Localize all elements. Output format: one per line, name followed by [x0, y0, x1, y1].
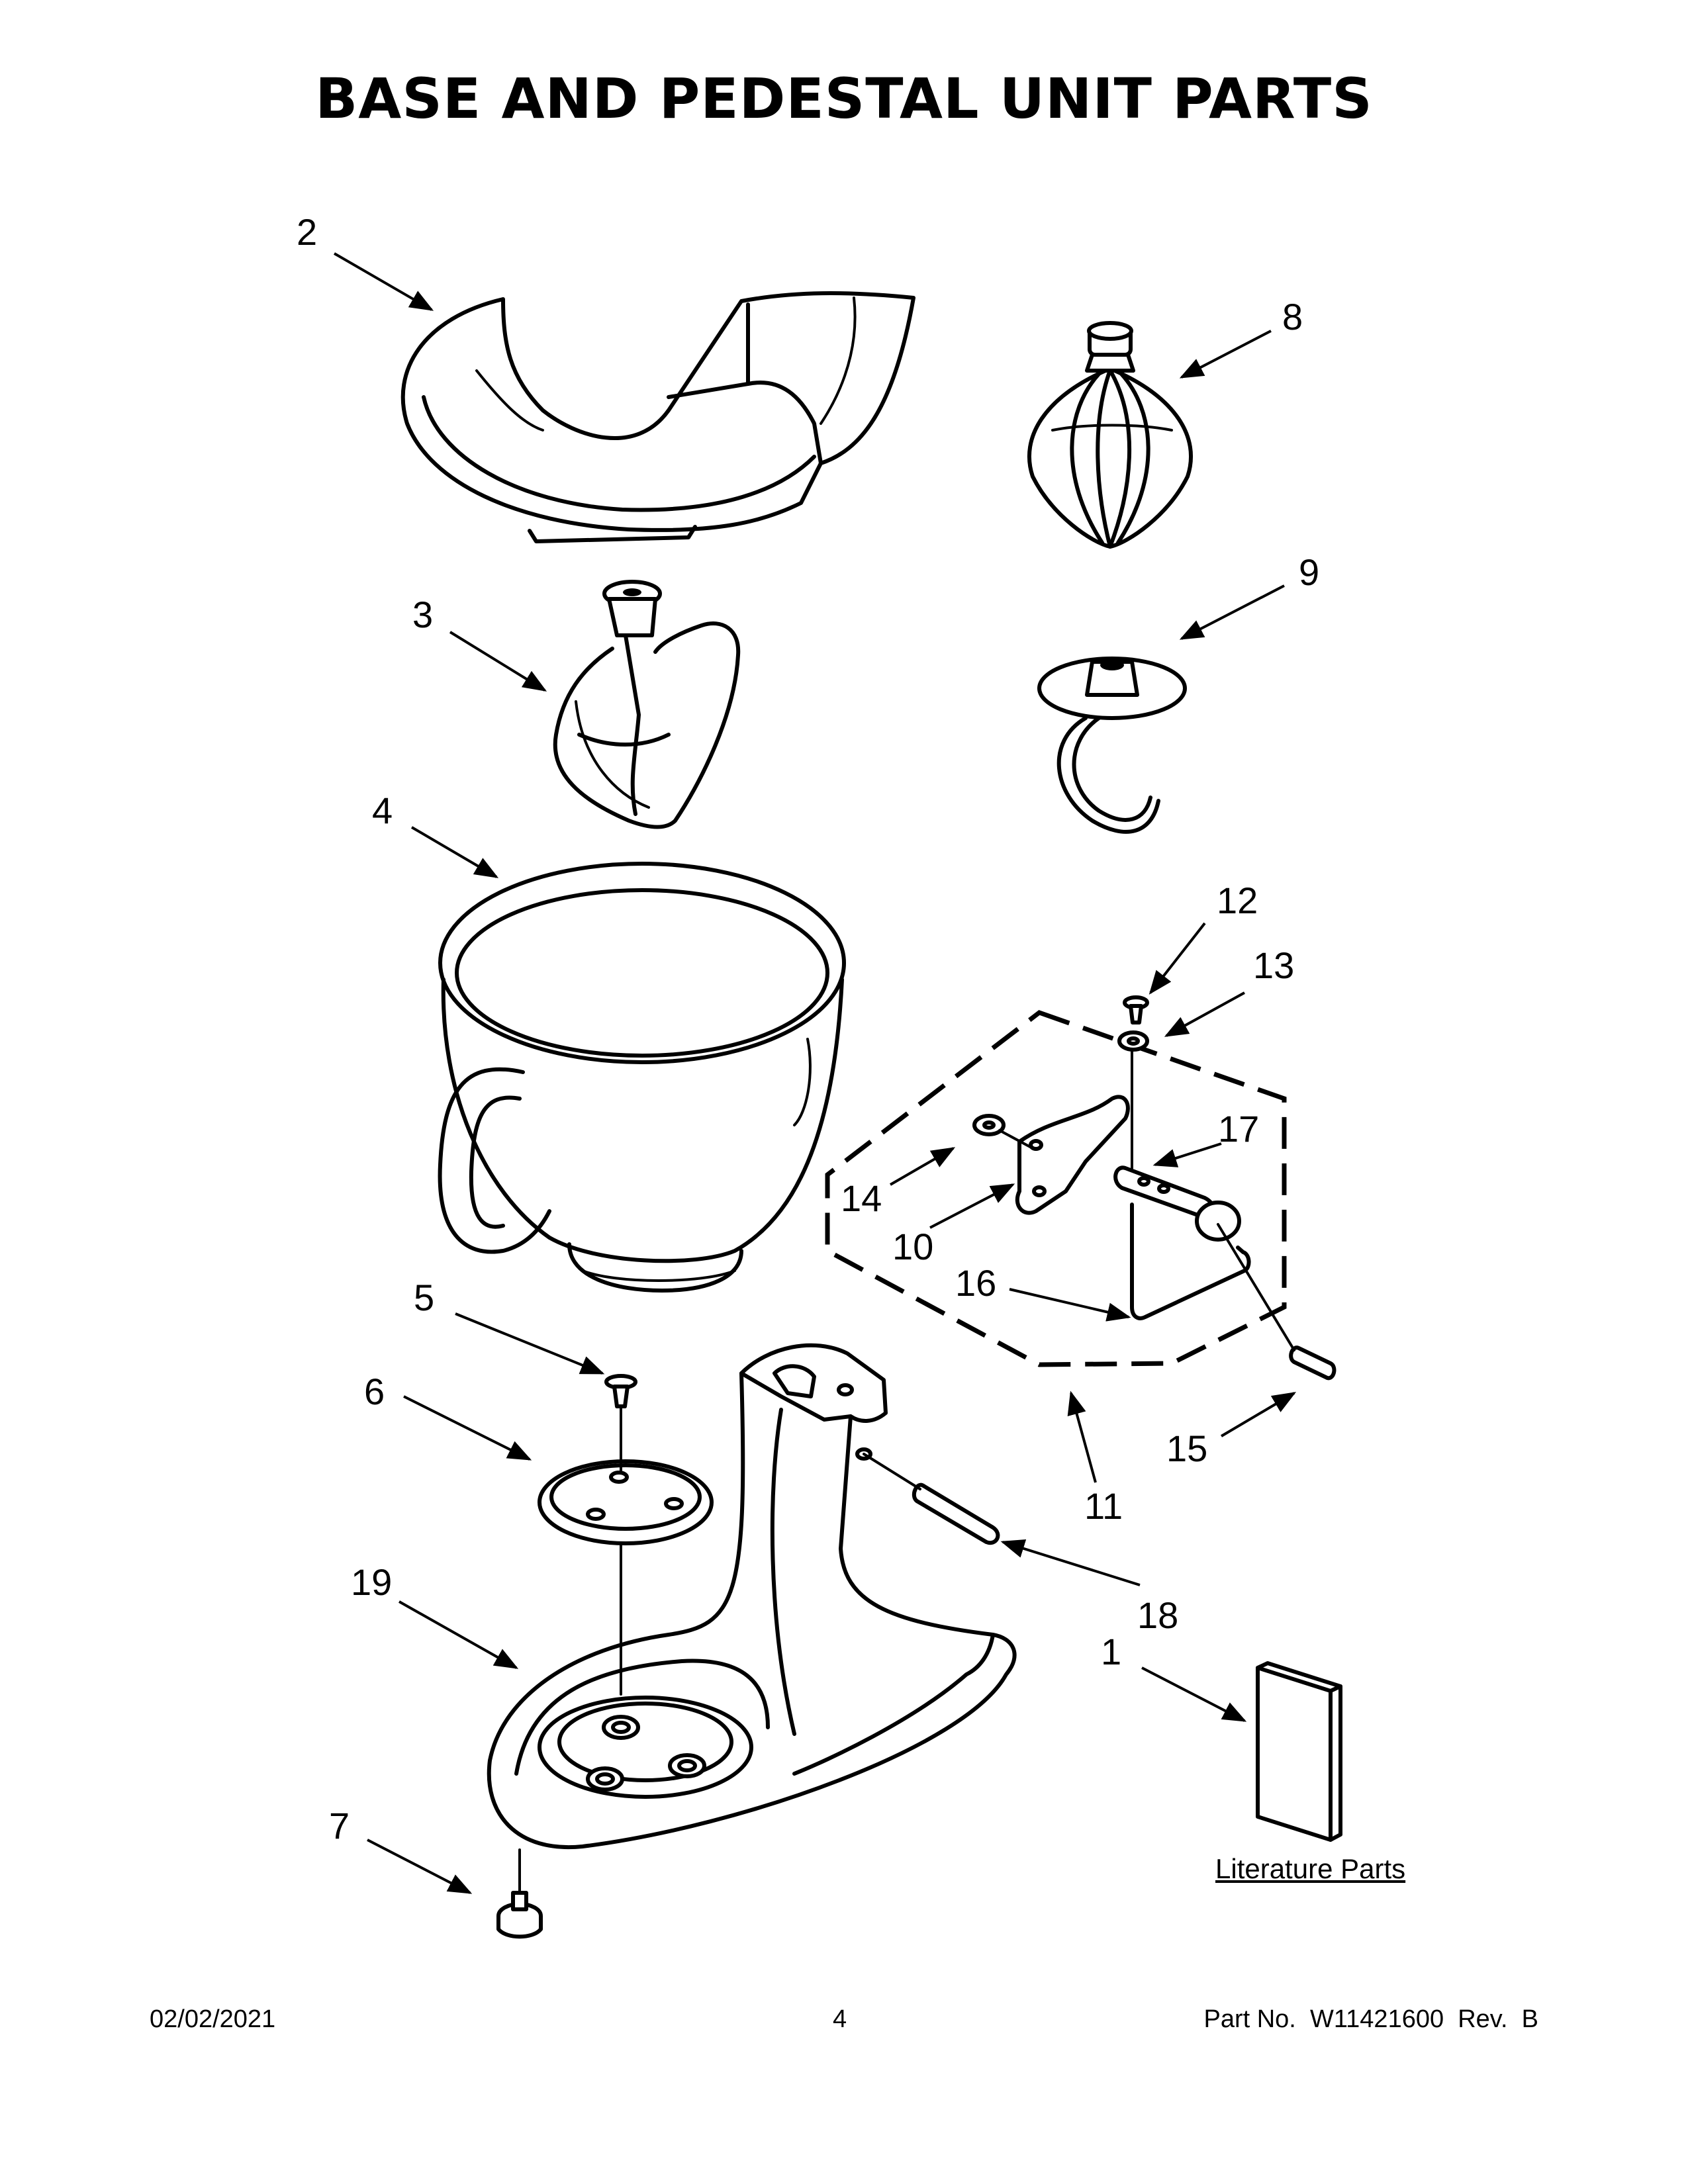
footer-date: 02/02/2021: [150, 2005, 276, 2033]
lock-lever: [1113, 1165, 1241, 1242]
callout-5: 5: [414, 1277, 434, 1318]
callout-8: 8: [1282, 296, 1303, 338]
page-title: BASE AND PEDESTAL UNIT PARTS: [315, 66, 1373, 131]
callout-18: 18: [1137, 1594, 1178, 1636]
callout-3: 3: [412, 594, 433, 635]
hinge-pin-kit: [825, 1010, 1287, 1367]
callout-6: 6: [364, 1371, 385, 1412]
callout-7: 7: [329, 1805, 350, 1846]
callout-15: 15: [1166, 1428, 1207, 1469]
callout-19: 19: [351, 1561, 392, 1603]
lock-washer: [1117, 1030, 1149, 1052]
callout-11: 11: [1084, 1485, 1123, 1527]
screw: [604, 1374, 637, 1408]
hinge-pin: [863, 1453, 1000, 1545]
lock-bracket: [998, 1095, 1130, 1215]
callout-1: 1: [1101, 1631, 1121, 1672]
footer-page-number: 4: [833, 2005, 847, 2033]
callout-4: 4: [372, 790, 393, 831]
set-screw: [1217, 1223, 1336, 1381]
leader-arrows: [333, 252, 1297, 1894]
callout-14: 14: [841, 1177, 882, 1219]
callout-17: 17: [1218, 1108, 1259, 1150]
pouring-shield: [400, 291, 915, 543]
clamping-plate: [538, 1406, 714, 1696]
mixing-bowl: [438, 862, 846, 1293]
literature-booklet: [1256, 1661, 1342, 1842]
callout-13: 13: [1253, 944, 1294, 986]
callout-16: 16: [955, 1262, 996, 1304]
callout-10: 10: [892, 1226, 933, 1267]
foot: [496, 1891, 543, 1939]
callout-12: 12: [1217, 880, 1258, 921]
callout-2: 2: [297, 211, 317, 253]
callout-labels: 2 8 3 9 4 12 13 17 14 10 16 11 15 5 6 18…: [297, 211, 1319, 1846]
flat-beater: [553, 580, 741, 829]
callout-9: 9: [1299, 551, 1319, 593]
pedestal-base: [487, 1343, 1017, 1894]
spring: [1130, 1044, 1251, 1320]
dough-hook: [1037, 657, 1187, 834]
footer-part-number: Part No. W11421600 Rev. B: [1203, 2005, 1538, 2033]
literature-parts-label: Literature Parts: [1215, 1853, 1406, 1884]
washer: [972, 1114, 1006, 1136]
screw-small: [1123, 995, 1149, 1024]
wire-whip: [1027, 321, 1193, 549]
